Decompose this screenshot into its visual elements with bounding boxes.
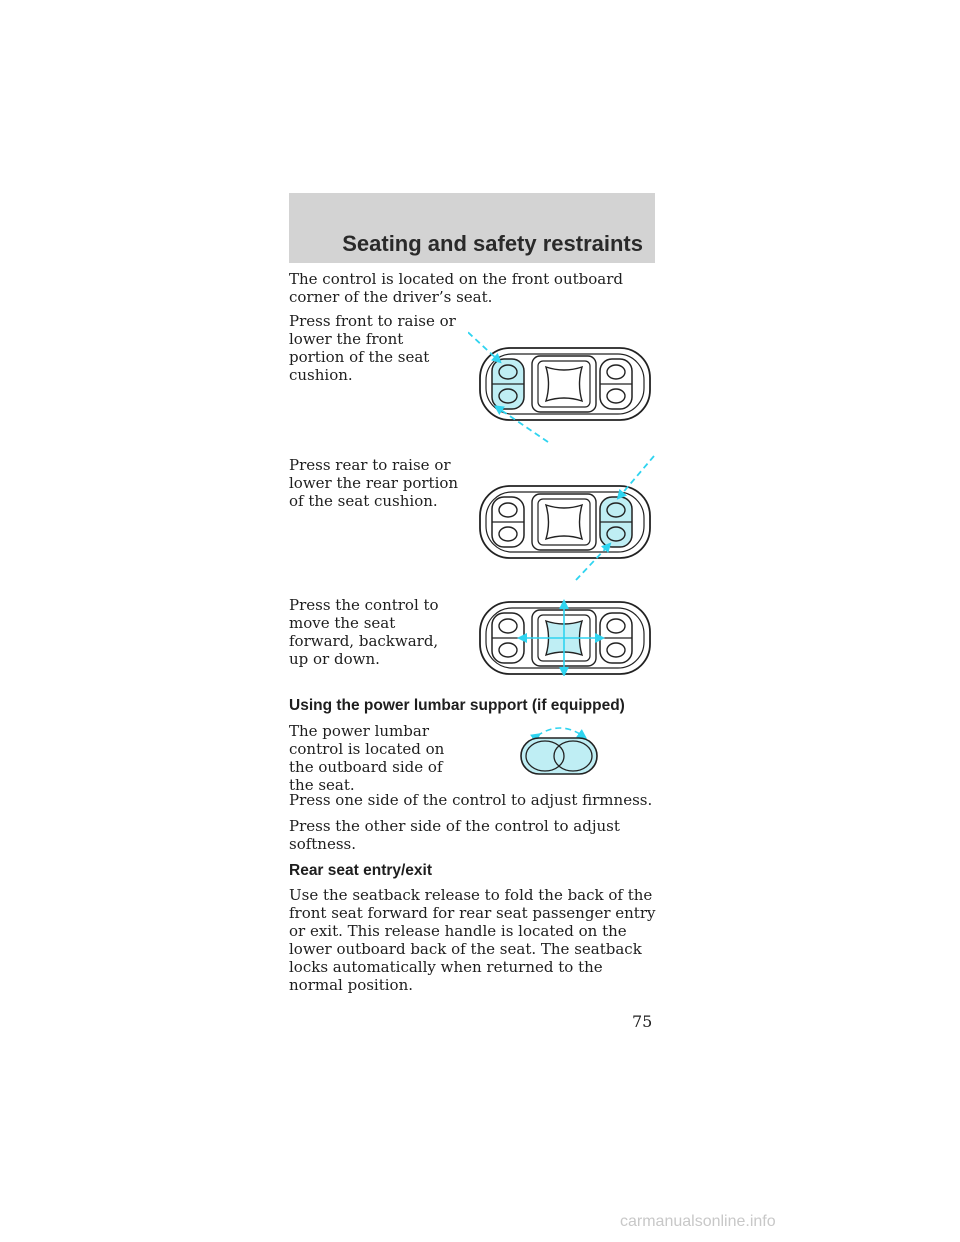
rear-seat-heading: Rear seat entry/exit xyxy=(289,862,433,879)
lumbar-firmness-text: Press one side of the control to adjust … xyxy=(289,791,653,809)
step-rear-text: Press rear to raise or lower the rear po… xyxy=(289,456,459,510)
lumbar-location-text: The power lumbar control is located on t… xyxy=(289,722,445,794)
center-seat-control-illustration xyxy=(479,599,651,676)
lumbar-control-illustration xyxy=(520,727,598,775)
section-title: Seating and safety restraints xyxy=(342,231,643,256)
rear-seat-body: Use the seatback release to fold the bac… xyxy=(289,886,656,994)
page-number: 75 xyxy=(632,1012,653,1031)
lumbar-softness-text: Press the other side of the control to a… xyxy=(289,817,620,853)
watermark: carmanualsonline.info xyxy=(620,1213,776,1230)
section-header-band: Seating and safety restraints xyxy=(289,193,655,263)
step-center-text: Press the control to move the seat forwa… xyxy=(289,596,439,668)
intro-paragraph: The control is located on the front outb… xyxy=(289,270,623,306)
front-seat-control-illustration xyxy=(468,331,651,443)
lumbar-heading: Using the power lumbar support (if equip… xyxy=(289,697,625,714)
rear-seat-control-illustration xyxy=(479,455,655,581)
step-front-text: Press front to raise or lower the front … xyxy=(289,312,456,384)
